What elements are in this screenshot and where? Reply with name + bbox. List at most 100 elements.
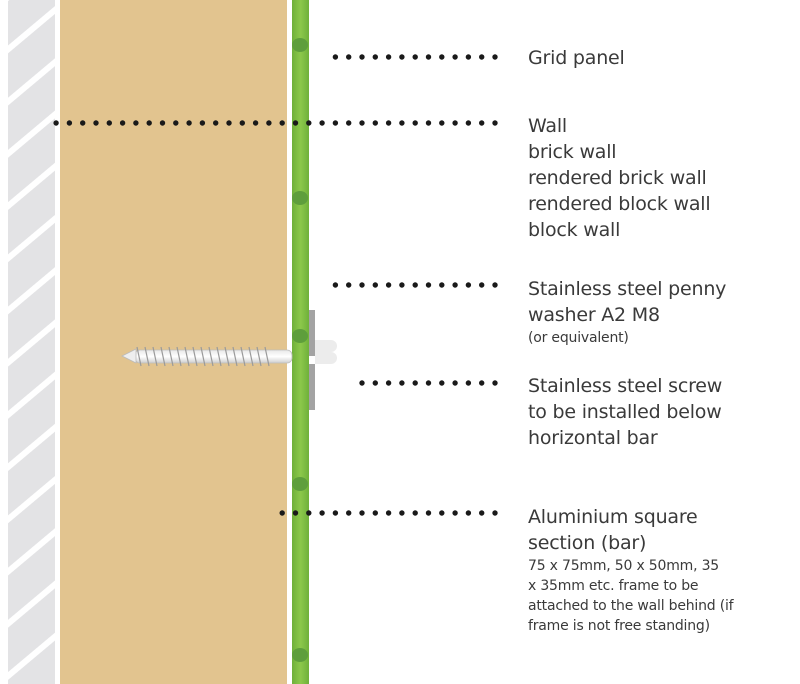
leader-dot [306, 510, 312, 516]
leader-dot [439, 380, 445, 386]
wall-type: rendered brick wall [528, 167, 707, 189]
leader-dot [465, 510, 472, 516]
leader-dot [385, 282, 392, 288]
leader-dot [106, 120, 113, 126]
leader-dot [252, 120, 259, 126]
leader-dot [399, 282, 405, 288]
leader-dot [266, 120, 272, 126]
leader-dot [399, 54, 405, 60]
leader-dot [479, 510, 485, 516]
leader-dot [385, 54, 392, 60]
leader-dot [346, 54, 352, 60]
leader-dot [385, 510, 392, 516]
wall-hatch [8, 0, 55, 684]
leader-dot [465, 380, 472, 386]
wall-type: brick wall [528, 141, 617, 163]
leader-dot [226, 120, 232, 126]
leader-dot [119, 120, 126, 126]
leader-dot [359, 510, 365, 516]
leader-dot [279, 510, 285, 516]
leader-dot [372, 54, 378, 60]
leader-dot [66, 120, 73, 126]
leader-dot [319, 120, 325, 126]
leader-dot [492, 510, 498, 516]
leader-dot [173, 120, 179, 126]
leader-dot [452, 282, 458, 288]
washer-note: (or equivalent) [528, 330, 629, 346]
leader-dot [425, 380, 432, 386]
bar-note: 75 x 75mm, 50 x 50mm, 35 [528, 558, 719, 574]
leader-dot [279, 120, 285, 126]
leader-dot [186, 120, 192, 126]
aluminium-bar [60, 0, 287, 684]
bar-note: x 35mm etc. frame to be [528, 578, 699, 594]
leader-dot [492, 54, 498, 60]
label-grid-panel: Grid panel [528, 47, 625, 69]
leader-dot [372, 120, 378, 126]
leader-dot [93, 120, 99, 126]
leader-dot [425, 120, 432, 126]
leader-dot [412, 510, 418, 516]
leader-dot [53, 120, 59, 126]
leader-dot [465, 54, 472, 60]
leader-dot [412, 54, 418, 60]
leader-dot [372, 282, 378, 288]
leader-dot [346, 120, 352, 126]
leader-dot [399, 510, 405, 516]
washer-line: Stainless steel penny [528, 278, 727, 300]
leader-dot [452, 380, 458, 386]
wall-type: rendered block wall [528, 193, 711, 215]
leader-dot [492, 120, 498, 126]
leader-dot [412, 380, 418, 386]
leader-dot [372, 510, 378, 516]
leader-dot [479, 120, 485, 126]
label-screw: Stainless steel screw to be installed be… [528, 373, 722, 451]
leader-dot [332, 282, 339, 288]
leader-dot [332, 54, 339, 60]
wall-title: Wall [528, 115, 567, 137]
leader-dot [439, 54, 445, 60]
label-aluminium-bar: Aluminium square section (bar) 75 x 75mm… [528, 504, 734, 636]
leader-dot [439, 282, 445, 288]
bar-note: attached to the wall behind (if [528, 598, 734, 614]
leader-lines [53, 54, 498, 516]
leader-dot [452, 54, 458, 60]
leader-dot [492, 380, 498, 386]
leader-dot [359, 120, 365, 126]
bar-line: Aluminium square [528, 506, 698, 528]
label-wall: Wall brick wall rendered brick wall rend… [528, 113, 711, 243]
screw-line: to be installed below [528, 401, 722, 423]
leader-dot [412, 282, 418, 288]
wall-type: block wall [528, 219, 621, 241]
leader-dot [465, 282, 472, 288]
leader-dot [80, 120, 86, 126]
screw [121, 346, 293, 367]
leader-dot [439, 510, 445, 516]
leader-dot [479, 380, 485, 386]
leader-dot [479, 282, 485, 288]
leader-dot [332, 510, 339, 516]
leader-dot [399, 380, 405, 386]
screw-line: Stainless steel screw [528, 375, 723, 397]
leader-dot [346, 510, 352, 516]
penny-washer [309, 310, 337, 410]
leader-dot [452, 510, 458, 516]
leader-dot [372, 380, 378, 386]
leader-dot [465, 120, 472, 126]
leader-dot [412, 120, 418, 126]
leader-dot [479, 54, 485, 60]
leader-dot [332, 120, 339, 126]
grid-panel-dots [292, 38, 308, 662]
washer-line: washer A2 M8 [528, 304, 660, 326]
leader-dot [399, 120, 405, 126]
leader-dot [159, 120, 166, 126]
leader-dot [292, 510, 299, 516]
leader-dot [306, 120, 312, 126]
leader-dot [133, 120, 139, 126]
leader-dot [319, 510, 325, 516]
leader-dot [492, 282, 498, 288]
leader-dot [425, 282, 432, 288]
label-washer: Stainless steel penny washer A2 M8 (or e… [528, 276, 726, 348]
